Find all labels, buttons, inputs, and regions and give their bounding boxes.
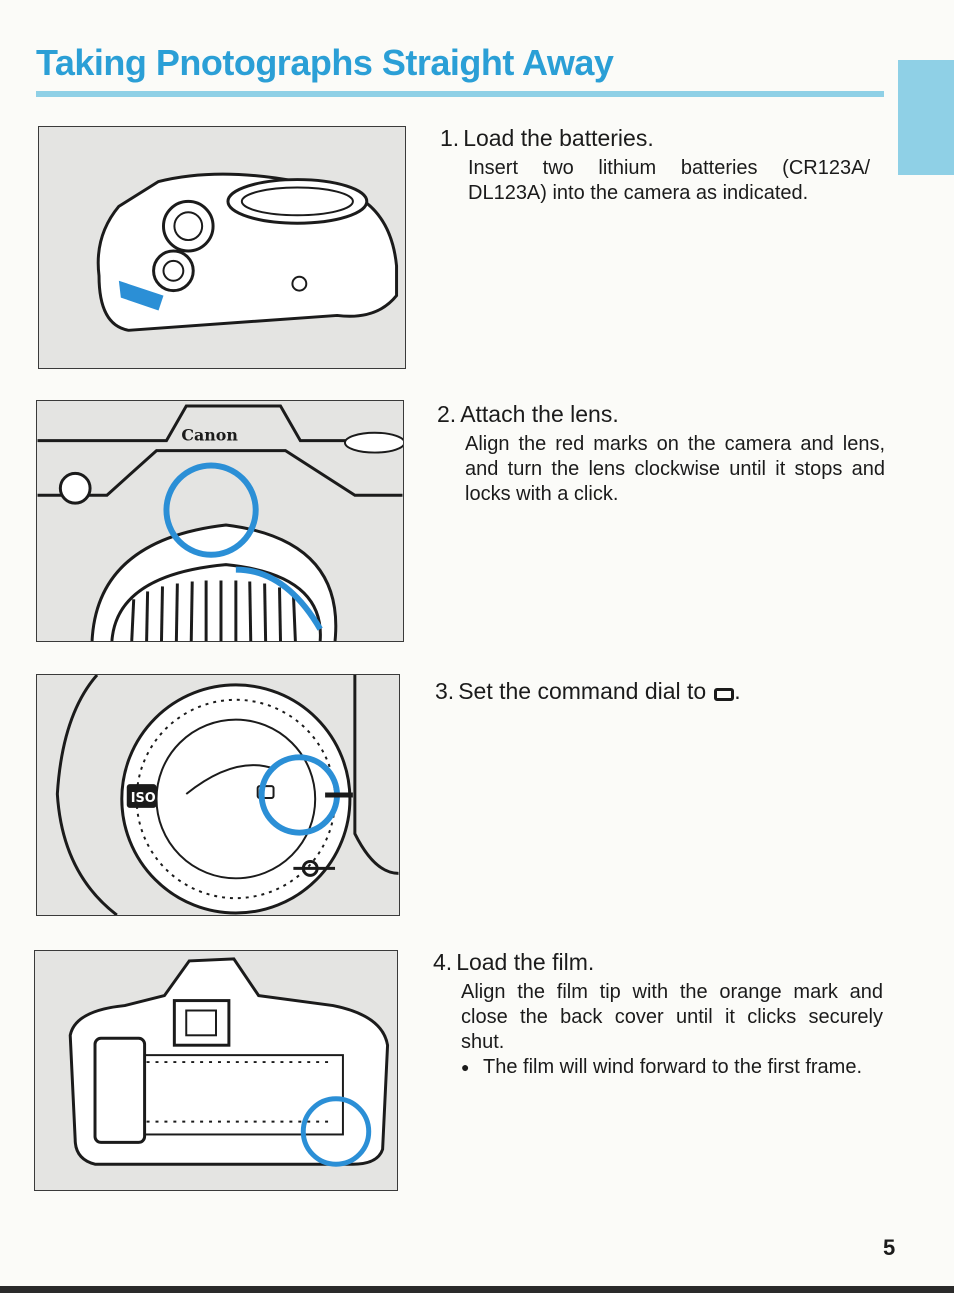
step-1-number: 1. — [440, 125, 460, 151]
title-rule — [36, 91, 884, 97]
step-4-bullet: ● The film will wind forward to the firs… — [461, 1055, 883, 1080]
step-4-title: Load the film. — [456, 949, 595, 975]
battery-illustration — [38, 126, 406, 369]
step-2-number: 2. — [437, 401, 457, 427]
battery-arrow-icon — [118, 280, 164, 311]
step-2: 2.Attach the lens. Align the red marks o… — [437, 400, 885, 507]
alignment-mark-highlight — [163, 462, 259, 558]
step-3-title: Set the command dial to — [458, 678, 707, 704]
step-2-title: Attach the lens. — [460, 401, 619, 427]
step-4: 4.Load the film. Align the film tip with… — [433, 948, 883, 1080]
section-tab — [898, 60, 954, 175]
dial-iso-label: ISO — [131, 791, 156, 806]
step-1-heading: 1.Load the batteries. — [440, 124, 870, 152]
command-dial-diagram: ISO — [55, 675, 399, 915]
step-1: 1.Load the batteries. Insert two lithium… — [440, 124, 870, 206]
dial-illustration: ISO — [36, 674, 400, 916]
iso-marker-icon — [126, 784, 157, 808]
film-illustration — [34, 950, 398, 1191]
step-2-body: Align the red marks on the camera and le… — [465, 433, 885, 505]
battery-diagram — [96, 172, 399, 332]
page-number: 5 — [883, 1235, 896, 1260]
film-loading-diagram — [68, 957, 390, 1167]
lens-diagram: Canon — [37, 404, 403, 641]
lens-illustration: Canon — [36, 400, 404, 642]
step-3-period: . — [734, 678, 741, 704]
step-1-title: Load the batteries. — [463, 125, 654, 151]
step-4-body: Align the film tip with the orange mark … — [461, 981, 883, 1053]
step-3-number: 3. — [435, 678, 455, 704]
full-auto-mode-icon — [714, 688, 735, 701]
film-tip-highlight — [300, 1096, 372, 1167]
step-3: 3.Set the command dial to. — [435, 677, 865, 705]
lens-brand-logo: Canon — [181, 426, 238, 445]
page-bottom-edge — [0, 1286, 954, 1293]
step-4-number: 4. — [433, 949, 453, 975]
step-4-heading: 4.Load the film. — [433, 948, 883, 976]
page-title: Taking Pnotographs Straight Away — [36, 42, 614, 83]
step-3-heading: 3.Set the command dial to. — [435, 677, 865, 705]
step-4-bullet-text: The film will wind forward to the first … — [483, 1056, 862, 1078]
bullet-dot-icon: ● — [461, 1059, 470, 1075]
step-1-body: Insert two lithium batteries (CR123A/ DL… — [468, 157, 870, 204]
step-2-heading: 2.Attach the lens. — [437, 400, 885, 428]
